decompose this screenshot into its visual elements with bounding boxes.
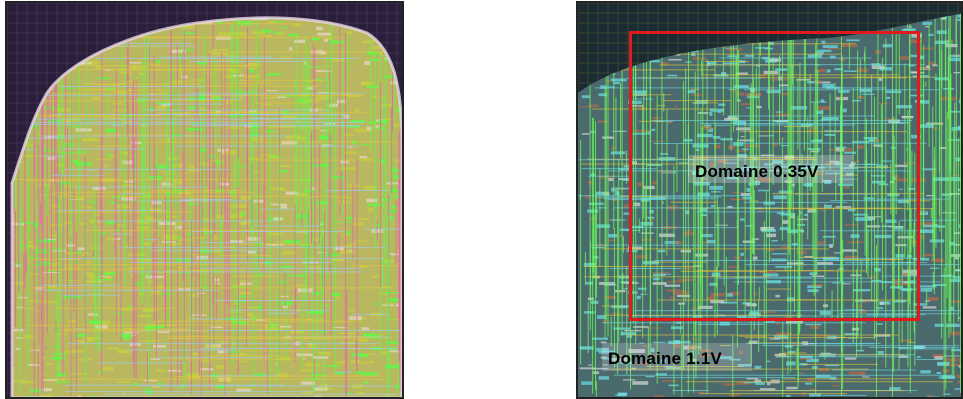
chip-layout-dual-domain: Domaine 0.35V Domaine 1.1V: [576, 1, 963, 399]
layout-left-canvas: [7, 3, 404, 399]
domain-11v-label: Domaine 1.1V: [608, 349, 722, 369]
domain-035v-label: Domaine 0.35V: [695, 162, 819, 182]
chip-layout-single-domain: [5, 1, 404, 399]
